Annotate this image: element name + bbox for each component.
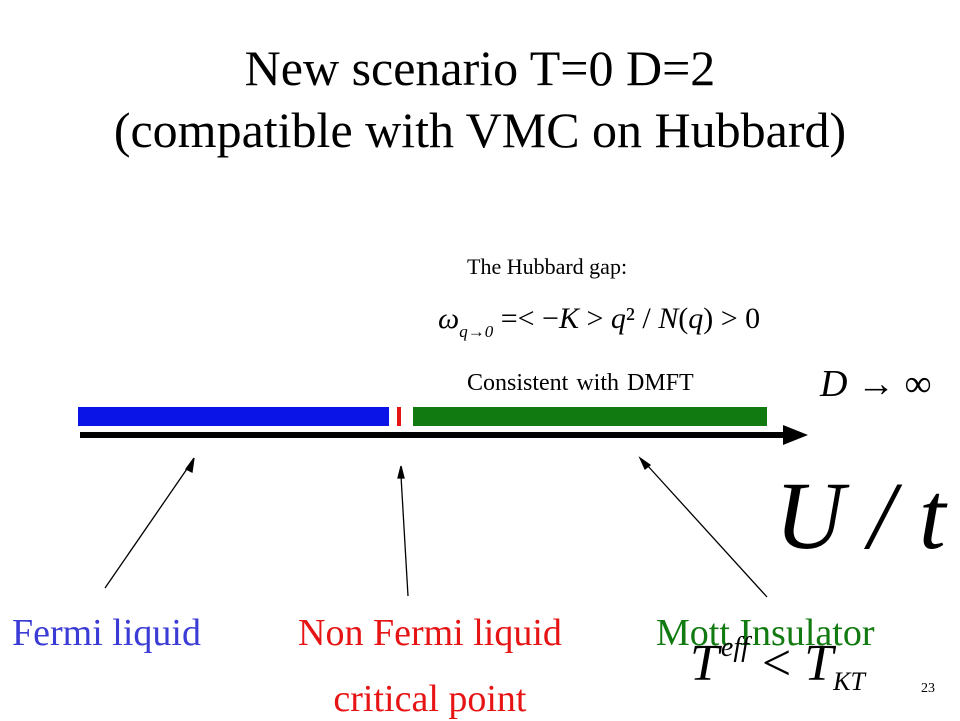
- dmft-consistency-label: Consistent with DMFT: [467, 370, 694, 396]
- fermi-liquid-pointer: [104, 465, 190, 589]
- critical-point-pointer: [400, 475, 409, 597]
- non-fermi-liquid-label: Non Fermi liquid critical point: [298, 611, 562, 721]
- critical-point-marker: [397, 407, 401, 426]
- slide-title-line-1: New scenario T=0 D=2: [244, 40, 716, 96]
- hubbard-gap-formula: ωq→0 =< −K > q² / N(q) > 0: [438, 302, 761, 341]
- critical-point-line: critical point: [333, 678, 527, 720]
- mott-insulator-label: Mott Insulator: [656, 612, 875, 654]
- u-over-t-axis-arrowhead: [783, 425, 808, 445]
- mott-insulator-pointer-head: [638, 456, 652, 471]
- critical-point-pointer-head: [397, 465, 405, 479]
- non-fermi-liquid-line: Non Fermi liquid: [298, 612, 562, 654]
- page-number: 23: [921, 681, 935, 696]
- mott-insulator-pointer: [646, 464, 768, 598]
- mott-insulator-bar: [413, 407, 767, 426]
- fermi-liquid-pointer-head: [185, 457, 195, 473]
- u-over-t-axis-label: U / t: [775, 462, 946, 569]
- slide-title-line-2: (compatible with VMC on Hubbard): [113, 102, 847, 158]
- fermi-liquid-bar: [78, 407, 389, 426]
- t-eff-less-than-tkt-formula: Teff < TKT: [690, 632, 865, 696]
- fermi-liquid-label: Fermi liquid: [12, 612, 201, 654]
- hubbard-gap-label: The Hubbard gap:: [467, 254, 628, 279]
- d-infinity-formula: D → ∞: [820, 363, 932, 405]
